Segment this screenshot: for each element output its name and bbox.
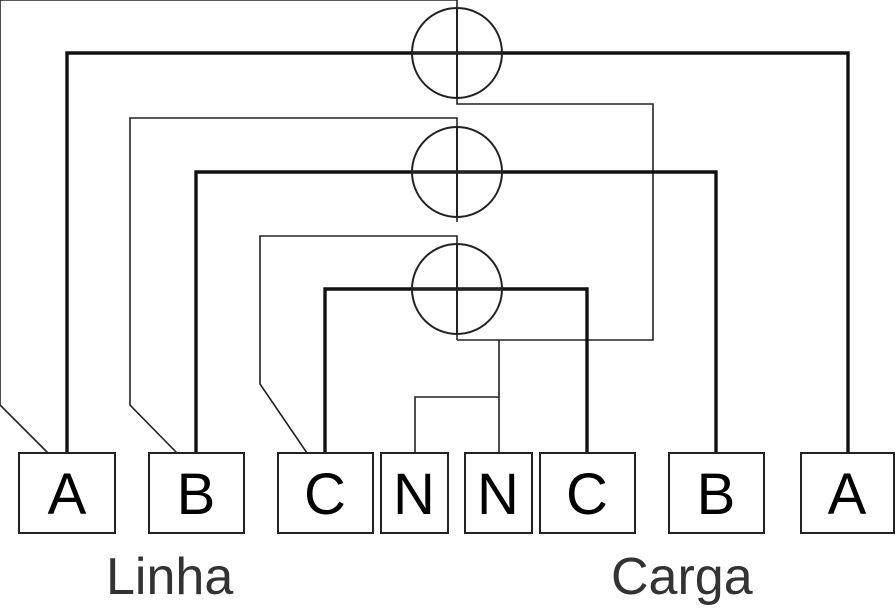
terminal-label: B [177, 462, 216, 527]
measuring-elements [411, 7, 503, 335]
terminal-line-a: A [18, 452, 116, 534]
terminal-line-b: B [148, 452, 245, 534]
line-side-label: Linha [106, 548, 233, 606]
load-side-label: Carga [611, 548, 753, 606]
terminal-label: A [48, 462, 87, 527]
terminal-label: B [697, 462, 736, 527]
terminal-line-n: N [380, 452, 449, 534]
terminal-load-c: C [539, 452, 636, 534]
terminal-label: N [393, 462, 435, 527]
terminal-load-a: A [800, 452, 895, 534]
neutral-link-wire [414, 396, 499, 453]
element-a [411, 7, 503, 99]
element-b [411, 126, 503, 218]
phase-b-voltage-wire [129, 117, 458, 454]
terminal-block: A B C N N C B A [18, 452, 895, 534]
terminal-line-c: C [277, 452, 374, 534]
terminal-label: C [304, 462, 346, 527]
terminal-load-n: N [464, 452, 533, 534]
terminal-label: N [477, 462, 519, 527]
terminal-load-b: B [668, 452, 765, 534]
terminal-label: A [828, 462, 867, 527]
phase-c-voltage-wire [259, 235, 458, 454]
element-c [411, 243, 503, 335]
terminal-label: C [566, 462, 608, 527]
